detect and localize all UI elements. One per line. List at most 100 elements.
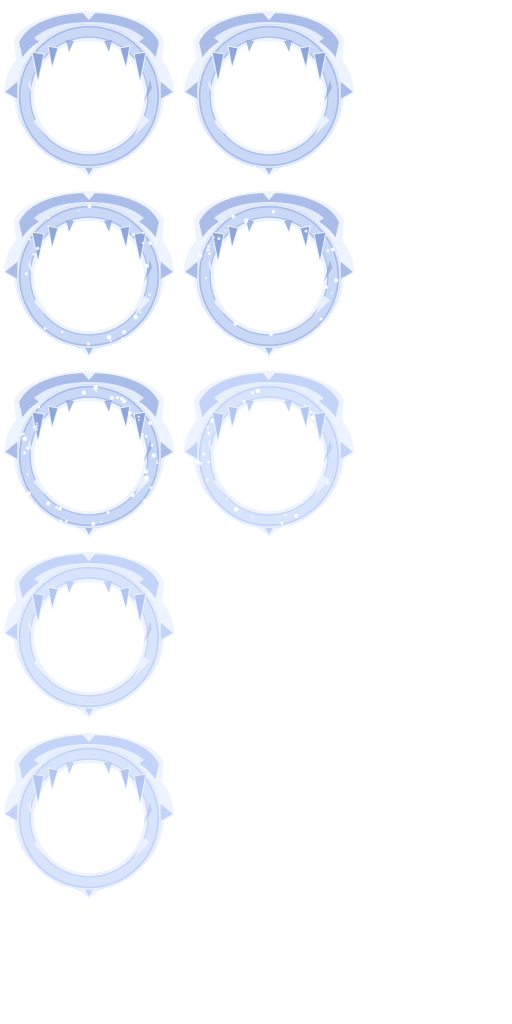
frost-speck — [210, 418, 215, 423]
frost-speck — [106, 334, 112, 340]
frost-speck — [242, 399, 246, 403]
frost-speck — [35, 425, 38, 428]
frost-speck — [139, 311, 142, 314]
frost-speck — [333, 278, 339, 283]
frost-speck — [149, 486, 153, 489]
frost-speck — [28, 238, 32, 241]
ice-ring-frame-icon — [4, 4, 174, 180]
frost-speck — [36, 246, 40, 251]
frost-speck — [151, 453, 156, 458]
frost-speck — [330, 247, 335, 252]
frost-speck — [106, 511, 110, 514]
frost-speck — [207, 460, 210, 464]
frost-speck — [25, 272, 28, 276]
frost-speck — [198, 461, 202, 466]
frost-speck — [224, 229, 227, 232]
frost-speck — [121, 330, 127, 335]
frost-speck — [32, 426, 35, 429]
frost-speck — [87, 204, 92, 209]
frost-speck — [138, 419, 140, 422]
frost-speck — [269, 332, 273, 337]
frost-speck — [43, 327, 47, 330]
frost-speck — [198, 253, 203, 258]
frost-speck — [233, 506, 239, 512]
frost-speck — [206, 478, 209, 482]
frost-speck — [251, 391, 255, 395]
frost-speck — [32, 252, 35, 256]
frost-speck — [233, 321, 238, 326]
frost-speck — [208, 252, 211, 256]
ice-ring-frame-8 — [4, 726, 174, 902]
frost-speck — [143, 469, 148, 474]
frost-speck — [204, 276, 208, 279]
frost-speck — [311, 415, 316, 420]
frost-speck — [231, 214, 236, 219]
ice-ring-frame-1 — [4, 4, 174, 180]
frost-speck — [59, 519, 63, 523]
ice-ring-frame-icon — [184, 364, 354, 540]
ice-ring-frame-7 — [4, 545, 174, 721]
frost-speck — [20, 433, 23, 436]
ice-ring-frame-4 — [184, 184, 354, 360]
frost-speck — [25, 446, 30, 450]
frost-speck — [47, 216, 50, 219]
frost-speck — [26, 473, 29, 476]
frost-speck — [109, 395, 114, 400]
frost-speck — [304, 229, 308, 233]
frost-speck — [156, 459, 158, 462]
frost-speck — [27, 491, 31, 496]
frost-speck — [207, 245, 210, 248]
ice-ring-frame-icon — [4, 545, 174, 721]
frost-speck — [131, 233, 135, 237]
frost-speck — [326, 481, 330, 485]
frost-speck — [148, 293, 151, 297]
ice-ring-frame-5 — [4, 364, 174, 540]
frost-speck — [146, 476, 149, 479]
frost-speck — [202, 452, 206, 456]
frost-speck — [309, 410, 313, 414]
frost-speck — [319, 317, 323, 321]
frost-speck — [144, 263, 149, 269]
frost-speck — [207, 431, 211, 435]
frost-speck — [144, 435, 148, 438]
frost-speck — [255, 388, 261, 394]
frost-speck — [151, 443, 154, 446]
frost-speck — [142, 232, 145, 235]
frost-speck — [93, 385, 98, 391]
frost-speck — [148, 420, 153, 426]
frost-speck — [271, 209, 276, 214]
frost-speck — [55, 505, 58, 509]
frost-speck — [100, 521, 102, 523]
frost-speck — [148, 241, 153, 245]
frost-speck — [141, 432, 145, 436]
frost-speck — [109, 339, 112, 342]
frost-speck — [213, 236, 215, 239]
ice-ring-frame-3 — [4, 184, 174, 360]
frost-speck — [78, 209, 80, 212]
ice-ring-frame-icon — [184, 184, 354, 360]
frost-speck — [326, 249, 330, 252]
frost-speck — [294, 513, 299, 518]
frost-speck — [251, 516, 254, 519]
frost-speck — [35, 422, 38, 425]
frost-speck — [58, 506, 62, 511]
frost-speck — [35, 428, 38, 431]
frost-speck — [330, 292, 333, 295]
frost-speck — [37, 405, 41, 409]
frost-speck — [81, 390, 86, 395]
frost-speck — [65, 519, 68, 523]
frost-speck — [142, 499, 146, 503]
frost-speck — [156, 461, 159, 464]
frost-speck — [130, 493, 135, 498]
frost-speck — [213, 319, 215, 322]
frost-speck — [116, 396, 119, 400]
frost-speck — [225, 497, 228, 500]
frost-speck — [304, 405, 307, 407]
ice-ring-frame-icon — [184, 4, 354, 180]
frost-speck — [22, 432, 25, 435]
ice-ring-frame-6 — [184, 364, 354, 540]
frost-speck — [141, 241, 145, 245]
frost-speck — [212, 480, 215, 483]
ice-ring-frame-icon — [4, 184, 174, 360]
